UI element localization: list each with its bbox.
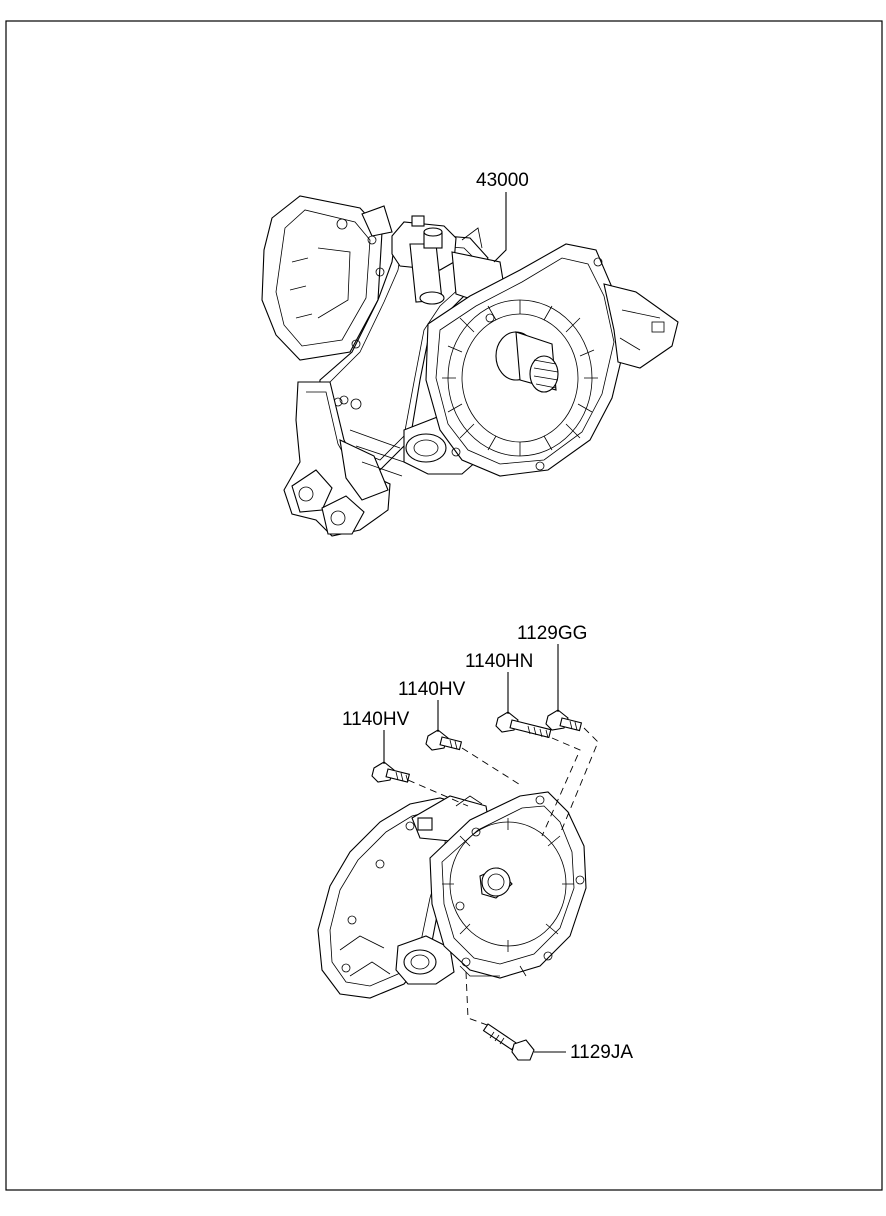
bolt-1129gg-graphic: [545, 709, 583, 732]
callout-1140hv-upper: 1140HV: [398, 679, 466, 700]
callout-1140hv-lower: 1140HV: [342, 709, 410, 730]
transaxle-assembly-lower: [317, 791, 587, 999]
bolt-1140hv-lower-graphic: [371, 761, 411, 783]
callout-1140hn: 1140HN: [465, 651, 533, 672]
diagram-frame: [5, 20, 883, 1191]
transaxle-assembly-upper: [261, 195, 679, 537]
bolt-1129ja-graphic: [482, 1023, 535, 1061]
callout-1129ja: 1129JA: [570, 1042, 633, 1063]
bolt-1140hv-upper-graphic: [425, 729, 463, 751]
callout-1129gg: 1129GG: [517, 623, 587, 644]
leader-43000: [493, 192, 507, 263]
callout-43000: 43000: [476, 170, 529, 191]
bolt-1140hn-graphic: [495, 711, 552, 739]
